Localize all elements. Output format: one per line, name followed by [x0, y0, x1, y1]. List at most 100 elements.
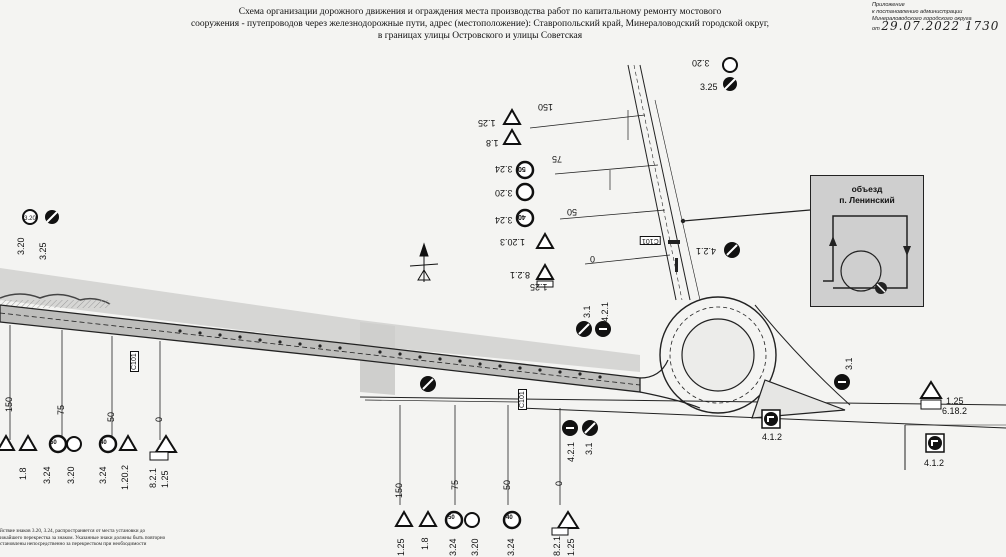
- title-line-1: Схема организации дорожного движения и о…: [238, 7, 722, 17]
- top-sign-1203-label: 1.20.3: [500, 237, 526, 247]
- footnote-line-3: становлены непосредственно за перекрестк…: [0, 541, 147, 547]
- left-station-150: 150: [4, 396, 14, 412]
- north-road-edge-2: [639, 64, 691, 301]
- detour-route-drawing: [823, 215, 911, 294]
- approval-note: Приложение к постановлению администрации…: [872, 2, 1004, 33]
- approval-date-row: от 29.07.2022 1730: [872, 20, 1004, 33]
- ramp-west-lower: [639, 391, 701, 409]
- left-bottom-18-label: 1.8: [18, 467, 28, 480]
- top-station-150: 150: [538, 102, 554, 112]
- top-sign-821-label: 8.2.1: [510, 270, 531, 280]
- bottom-station-0: 0: [554, 480, 564, 486]
- ramp-east: [754, 304, 851, 406]
- low-sign-31-label: 3.1: [584, 442, 594, 455]
- left-station-lines: [9, 325, 161, 440]
- top-speed-40: 40: [518, 213, 526, 220]
- bottom-speed-50: 50: [448, 515, 455, 521]
- left-bottom-320-label: 3.20: [66, 466, 76, 484]
- right-sign-412b-icon: [925, 433, 945, 453]
- title-line-2: сооружения - путепроводов через железнод…: [190, 19, 770, 29]
- left-station-0: 0: [154, 416, 164, 422]
- bottom-station-150: 150: [394, 482, 404, 498]
- footnote: йствие знаков 3.20, 3.24, распространяет…: [0, 528, 200, 548]
- north-arrow-icon: [409, 242, 439, 282]
- bottom-station-50: 50: [502, 479, 512, 490]
- approval-line-2: к постановлению администрации: [872, 9, 963, 15]
- north-road-barrier-marks: [668, 240, 680, 272]
- bottom-station-lines: [399, 405, 561, 505]
- svg-text:3.20: 3.20: [24, 216, 36, 222]
- traffic-island-east: [751, 379, 846, 419]
- roundabout-island: [681, 318, 755, 392]
- top-speed-signs: [515, 160, 535, 228]
- north-road-edge-1: [627, 64, 677, 301]
- bottom-signs: [394, 510, 580, 536]
- left-sign-325-label: 3.25: [38, 242, 48, 260]
- bottom-324b-label: 3.24: [506, 538, 516, 556]
- footnote-line-2: ижайшего перекрестка за знаком. Указанны…: [0, 534, 166, 541]
- top-sign-325-label: 3.25: [700, 82, 718, 92]
- left-bottom-signs: [0, 433, 178, 461]
- low-sign-421-label: 4.2.1: [566, 441, 576, 462]
- top-sign-324a-label: 3.24: [495, 164, 513, 174]
- top-sign-125-label: 1.25: [478, 118, 496, 128]
- top-speed-50: 50: [518, 165, 526, 172]
- right-sign-31-icon: [834, 374, 850, 390]
- top-station-verticals: [609, 110, 629, 190]
- north-road-center: [633, 64, 683, 301]
- bottom-821-label: 8.2.1: [552, 535, 562, 556]
- bottom-125-label: 1.25: [396, 538, 406, 556]
- top-sign-324b-label: 3.24: [495, 215, 513, 225]
- bridge-arch: [0, 293, 111, 305]
- right-sign-412b-label: 4.1.2: [924, 458, 945, 468]
- low-signs-421-31: [562, 420, 598, 436]
- top-right-signs: [722, 57, 738, 91]
- left-bottom-324b-label: 3.24: [98, 466, 108, 484]
- detour-connector: [682, 209, 811, 222]
- left-bottom-125-label: 1.25: [160, 470, 170, 488]
- detour-inset: объезд п. Ленинский: [810, 175, 924, 307]
- bridge-deck-hatch: [0, 300, 110, 308]
- roundabout-lane: [669, 306, 767, 404]
- bottom-18-label: 1.8: [420, 537, 430, 550]
- embankment-shading: [0, 268, 640, 372]
- bottom-125b-label: 1.25: [566, 538, 576, 556]
- approval-handwritten-date: 29.07.2022 1730: [881, 19, 1000, 33]
- top-sign-320-label: 3.20: [692, 58, 710, 68]
- detour-connector-dot: [680, 218, 686, 224]
- left-station-75: 75: [56, 404, 66, 415]
- right-sign-412a-icon: [761, 409, 781, 429]
- right-sign-125-label: 1.25: [946, 396, 964, 406]
- roundabout-outer: [659, 296, 777, 414]
- lower-road-edge-3: [364, 399, 521, 403]
- top-station-0: 0: [590, 254, 596, 264]
- road-sign-no-entry-mid: [420, 376, 436, 392]
- left-signs-top: 3.20: [22, 209, 59, 225]
- bottom-324-label: 3.24: [448, 538, 458, 556]
- left-bottom-1202-label: 1.20.2: [120, 464, 130, 490]
- right-sign-31-label: 3.1: [844, 357, 854, 370]
- left-sign-320-label: 3.20: [16, 237, 26, 255]
- top-station-75: 75: [552, 154, 563, 164]
- top-sign-18-label: 1.8: [486, 138, 499, 148]
- top-station-50: 50: [567, 207, 578, 217]
- top-sign-421-icon: [724, 242, 740, 258]
- mid-sign-421-label: 4.2.1: [600, 301, 610, 322]
- top-roadworks-sign: [535, 263, 555, 288]
- top-sign-421-label: 4.2.1: [696, 246, 717, 256]
- right-sign-412a-label: 4.1.2: [762, 432, 783, 442]
- top-sign-320b-label: 3.20: [495, 188, 513, 198]
- title-line-3: в границах улицы Островского и улицы Сов…: [377, 31, 583, 41]
- mid-sign-31-label: 3.1: [582, 305, 592, 318]
- right-sign-125-6182: [919, 380, 943, 410]
- top-warning-signs: [502, 108, 522, 145]
- bottom-speed-40: 40: [506, 515, 513, 521]
- top-warning-sign-1203: [535, 232, 555, 249]
- top-station-ticks: [529, 114, 671, 265]
- approval-line-3: Минераловодского городского округа: [872, 16, 972, 22]
- approval-from-label: от: [872, 26, 880, 32]
- cm-top-label: С101: [640, 236, 661, 245]
- mid-signs-31-421: [576, 321, 611, 337]
- cone-fencing-line: [178, 329, 602, 379]
